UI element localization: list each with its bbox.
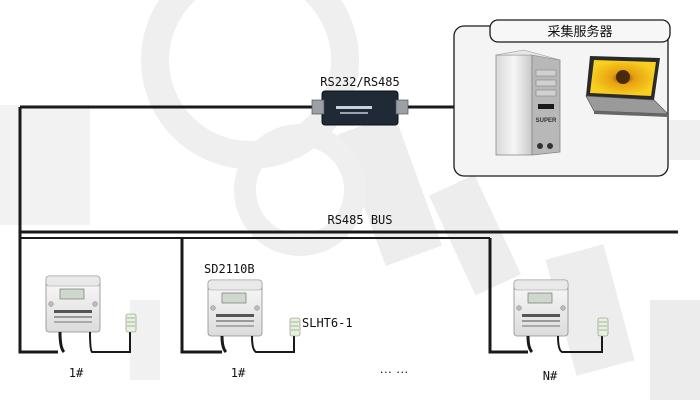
laptop-icon	[585, 56, 669, 117]
device-1-label: 1#	[69, 366, 84, 380]
server-title-tab	[489, 19, 671, 43]
ellipsis-more-devices: … …	[379, 361, 409, 376]
device-n-label: N#	[543, 369, 558, 383]
device-model-label: SD2110B	[204, 262, 255, 276]
rs232-rs485-converter: RS232/RS485	[311, 75, 409, 126]
converter-label: RS232/RS485	[320, 75, 399, 89]
tower-pc-icon: SUPER	[495, 49, 561, 156]
server-panel: 采集服务器 SUPER	[453, 19, 671, 177]
drop-2-wire	[180, 238, 222, 354]
drop-1-wire	[18, 232, 58, 354]
server-title: 采集服务器	[547, 24, 612, 39]
drop-n-wire	[488, 238, 528, 354]
temperature-humidity-probe-icon	[289, 317, 301, 337]
wiring	[18, 105, 678, 354]
transmitter-device-n: N#	[513, 279, 609, 383]
transmitter-device-2: SD2110B SLHT6-1 1#	[204, 262, 353, 380]
transmitter-device-1: 1#	[45, 275, 137, 380]
temperature-humidity-probe-icon	[125, 313, 137, 333]
bus-label: RS485 BUS	[327, 213, 392, 227]
sensor-label: SLHT6-1	[302, 316, 353, 330]
device-2-label: 1#	[231, 366, 246, 380]
tower-brand: SUPER	[536, 118, 557, 124]
temperature-humidity-probe-icon	[597, 317, 609, 337]
